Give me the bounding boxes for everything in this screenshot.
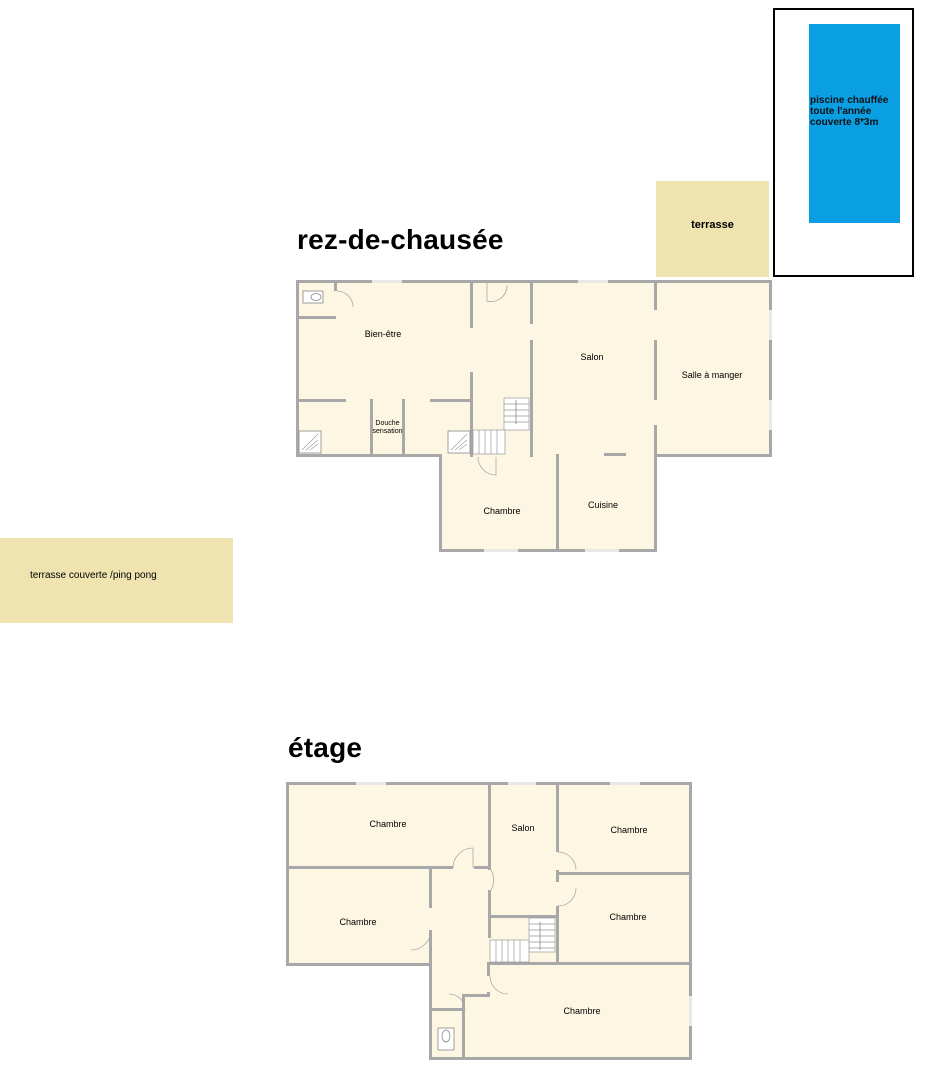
room-label-shower: Douche sensation (370, 420, 405, 436)
ground-floor-title: rez-de-chausée (297, 224, 504, 255)
stairs-icon (489, 917, 556, 963)
covered-terrace-label: terrasse couverte /ping pong (30, 570, 157, 581)
room-label-upper-living: Salon (511, 823, 535, 833)
room-label-bedroom-bottom: Chambre (563, 1006, 601, 1016)
room-label-bedroom-mid-right: Chambre (609, 912, 647, 922)
covered-terrace (0, 538, 233, 623)
terrace-label: terrasse (691, 219, 734, 231)
room-label-shower-line1: Douche (375, 420, 400, 427)
pool-frame (773, 8, 914, 277)
pool-label-line3: couverte 8*3m (810, 117, 879, 128)
toilet-icon (437, 1027, 455, 1051)
door-arcs (410, 847, 577, 1011)
room-label-bedroom-mid-left: Chambre (339, 917, 377, 927)
room-label-bedroom-top-left: Chambre (369, 819, 407, 829)
stairs-icon (472, 397, 530, 455)
toilet-icon (302, 290, 324, 304)
shower-icon (447, 430, 471, 454)
room-label-bedroom: Chambre (483, 506, 521, 516)
ground-floor-main-area (298, 282, 770, 454)
pool (809, 24, 900, 223)
shower-icon (298, 430, 322, 454)
room-label-wellness: Bien-être (364, 329, 402, 339)
upper-floor-bottom-bedroom (465, 964, 690, 1059)
room-label-kitchen: Cuisine (587, 500, 618, 510)
room-label-bedroom-top-right: Chambre (610, 825, 648, 835)
pool-label-line1: piscine chauffée (810, 95, 889, 106)
door-arcs (336, 283, 508, 476)
room-label-shower-line2: sensation (372, 428, 403, 435)
terrace (656, 181, 769, 277)
room-label-dining: Salle à manger (681, 370, 743, 380)
upper-floor-title: étage (288, 732, 363, 763)
pool-label-line2: toute l'année (810, 106, 872, 117)
room-label-living: Salon (580, 352, 604, 362)
ground-floor-bedroom-area (442, 454, 656, 550)
pool-label: piscine chauffée toute l'année couverte … (810, 95, 915, 128)
